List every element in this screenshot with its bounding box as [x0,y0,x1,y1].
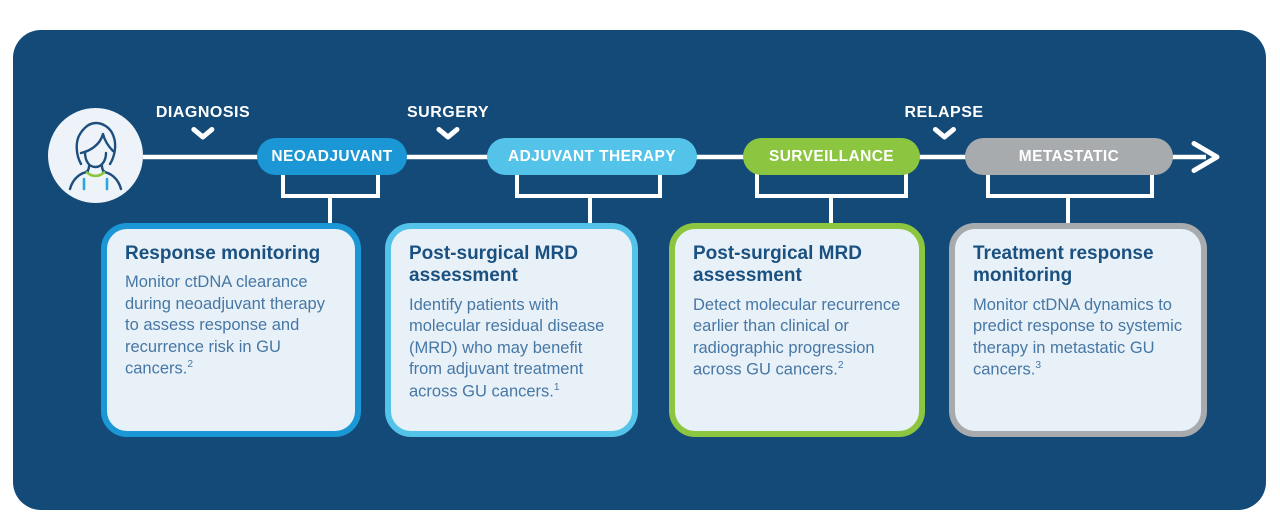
card-post-surgical-mrd-surveillance: Post-surgical MRD assessment Detect mole… [669,223,925,437]
stage-pill-adjuvant-therapy: ADJUVANT THERAPY [487,138,697,175]
chevron-down-icon [932,127,956,140]
milestone-diagnosis: DIAGNOSIS [156,104,250,140]
chevron-down-icon [191,127,215,140]
card-treatment-response-monitoring: Treatment response monitoring Monitor ct… [949,223,1207,437]
card-title: Response monitoring [125,243,321,264]
milestone-relapse: RELAPSE [904,104,983,140]
card-body-text: Monitor ctDNA clearance during neoadjuva… [125,273,325,378]
card-body-text: Identify patients with molecular residua… [409,295,605,401]
chevron-down-icon [436,127,460,140]
stage-pill-surveillance: SURVEILLANCE [743,138,920,175]
card-title: Treatment response monitoring [973,243,1154,287]
card-title: Post-surgical MRD assessment [693,243,862,287]
card-body-text: Detect molecular recurrence earlier than… [693,295,901,379]
card-title: Post-surgical MRD assessment [409,243,578,287]
milestone-label: DIAGNOSIS [155,104,251,121]
card-post-surgical-mrd-adjuvant: Post-surgical MRD assessment Identify pa… [385,223,638,437]
citation-superscript: 2 [187,359,194,371]
card-response-monitoring: Response monitoring Monitor ctDNA cleara… [101,223,361,437]
milestone-label: RELAPSE [904,104,984,121]
citation-superscript: 3 [1035,360,1042,372]
stage-pill-neoadjuvant: NEOADJUVANT [257,138,407,175]
patient-icon [48,108,143,203]
card-body: Identify patients with molecular residua… [409,295,616,403]
card-body: Monitor ctDNA dynamics to predict respon… [973,295,1185,381]
milestone-surgery: SURGERY [407,104,489,140]
card-body: Detect molecular recurrence earlier than… [693,295,903,381]
stage-pill-metastatic: METASTATIC [965,138,1173,175]
card-body: Monitor ctDNA clearance during neoadjuva… [125,272,339,380]
patient-avatar [48,108,143,203]
citation-superscript: 1 [553,381,560,393]
milestone-label: SURGERY [406,104,490,121]
citation-superscript: 2 [837,360,844,372]
card-body-text: Monitor ctDNA dynamics to predict respon… [973,295,1183,379]
